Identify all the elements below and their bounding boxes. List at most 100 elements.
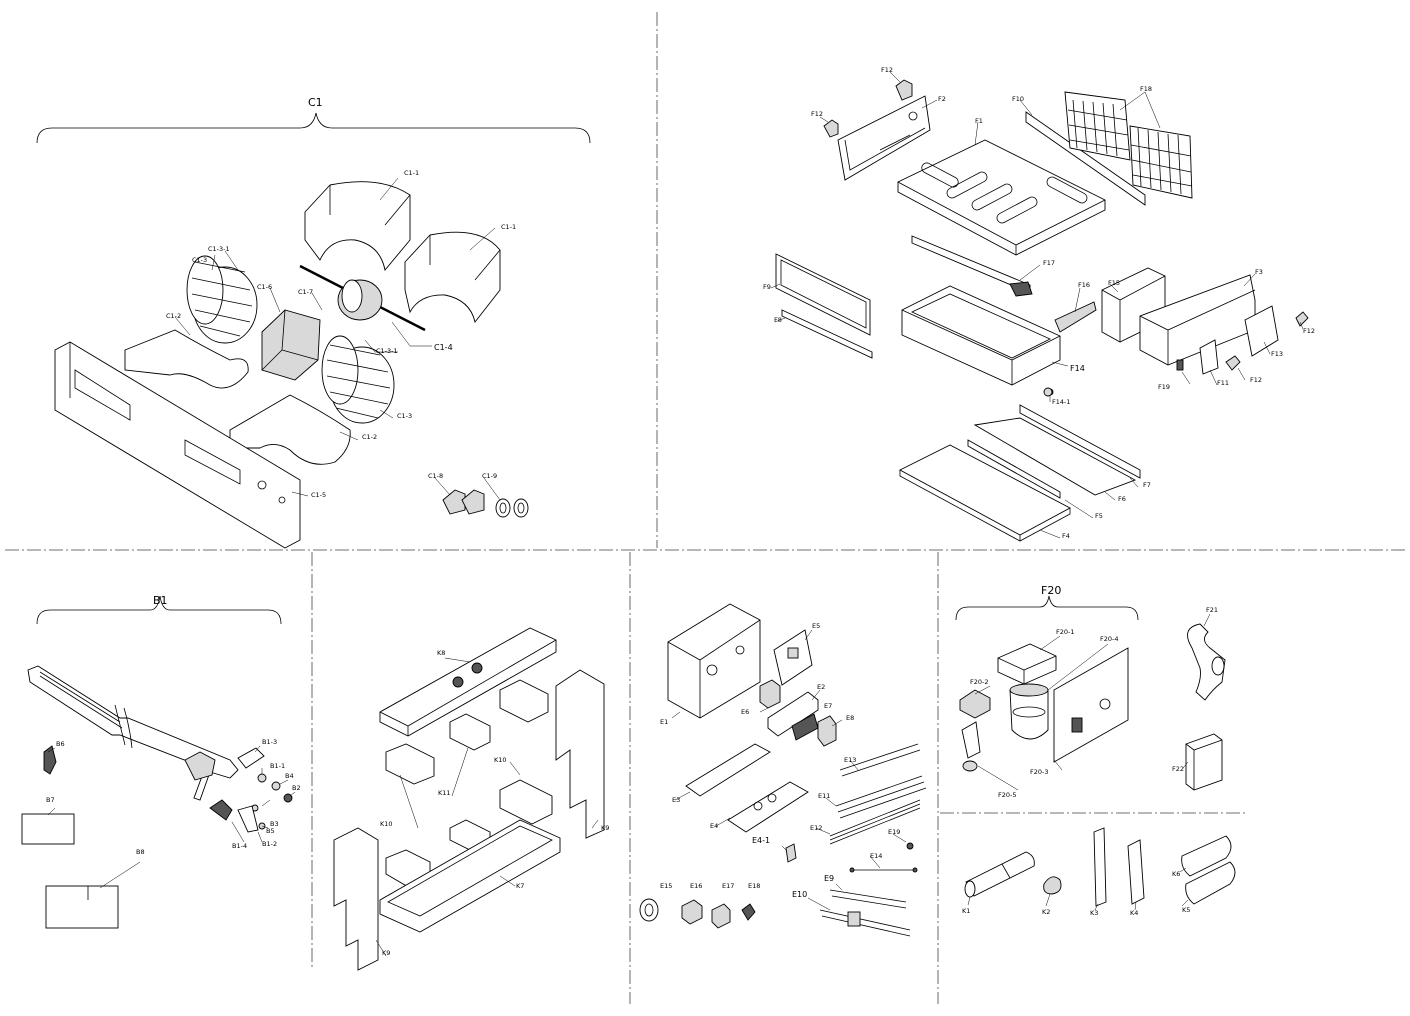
label-f12b: F12 xyxy=(811,110,823,118)
label-e12: E12 xyxy=(810,824,822,832)
label-f21: F21 xyxy=(1206,606,1218,614)
label-f2: F2 xyxy=(938,95,946,103)
label-f16: F16 xyxy=(1078,281,1090,289)
label-k9b: K9 xyxy=(382,949,390,957)
label-k10b: K10 xyxy=(380,820,393,828)
filter-f18-b xyxy=(1129,125,1193,199)
label-b6: B6 xyxy=(56,740,65,748)
pcb-e4 xyxy=(727,781,809,833)
label-e14: E14 xyxy=(870,852,882,860)
pipe-b1-2 xyxy=(237,805,259,833)
label-f20-3: F20-3 xyxy=(1030,768,1049,776)
drain-pan-f14 xyxy=(901,285,1061,386)
label-f4: F4 xyxy=(1062,532,1070,540)
plate-f20-3 xyxy=(1053,647,1129,763)
label-f9: F9 xyxy=(763,283,771,291)
f20-drain-pump-assembly xyxy=(959,613,1226,791)
label-f12d: F12 xyxy=(1250,376,1262,384)
motor-mount xyxy=(261,309,321,381)
clamp-k2 xyxy=(1043,876,1062,895)
label-k8: K8 xyxy=(437,649,445,657)
label-k9a: K9 xyxy=(601,824,609,832)
rail-f8 xyxy=(781,309,873,359)
label-c1-9: C1-9 xyxy=(482,472,497,480)
insulation-k5 xyxy=(1185,861,1236,905)
frame-f10 xyxy=(1025,111,1146,206)
part-b1-1 xyxy=(257,773,267,783)
label-c1-1b: C1-1 xyxy=(501,223,516,231)
label-f6: F6 xyxy=(1118,495,1126,503)
group-label-b1: B1 xyxy=(153,594,168,607)
box-f22 xyxy=(1185,733,1223,791)
label-c1-2b: C1-2 xyxy=(362,433,377,441)
bracket-f20-1 xyxy=(997,643,1057,685)
label-e8: E8 xyxy=(846,714,854,722)
label-f14: F14 xyxy=(1070,364,1085,373)
e-labels: E5 E2 E6 E1 E8 E7 E13 E3 E11 E4 E12 E4-1… xyxy=(660,622,900,899)
fan-wheel-right xyxy=(321,335,395,424)
ring-e15 xyxy=(639,898,659,922)
wire-e13 xyxy=(839,743,921,777)
label-k5: K5 xyxy=(1182,906,1190,914)
label-e2: E2 xyxy=(817,683,825,691)
label-f20-4: F20-4 xyxy=(1100,635,1119,643)
part-b6 xyxy=(43,745,57,775)
screw-e19 xyxy=(906,842,914,850)
corner-k10-right xyxy=(499,779,553,825)
label-f22: F22 xyxy=(1172,765,1184,773)
label-b8: B8 xyxy=(136,848,145,856)
label-f20-5: F20-5 xyxy=(998,791,1017,799)
label-f7: F7 xyxy=(1143,481,1151,489)
f20-labels: F20-1 F20-4 F20-2 F20-3 F20-5 F21 F22 xyxy=(970,606,1218,799)
label-f20-1: F20-1 xyxy=(1056,628,1075,636)
label-b1-4: B1-4 xyxy=(232,842,247,850)
board-f13 xyxy=(1244,305,1279,357)
label-f11: F11 xyxy=(1217,379,1229,387)
b1-labels: B1-3 B6 B1-1 B4 B2 B7 B3 B5 B1-4 B1-2 B8 xyxy=(46,738,301,856)
label-e13: E13 xyxy=(844,756,856,764)
rail-f7 xyxy=(1019,404,1141,479)
side-panel-f2 xyxy=(837,95,931,181)
label-e10: E10 xyxy=(792,890,807,899)
clip-c1-8 xyxy=(442,489,466,515)
label-e1: E1 xyxy=(660,718,668,726)
label-e15: E15 xyxy=(660,882,672,890)
sensor-e18 xyxy=(741,903,756,921)
label-e11: E11 xyxy=(818,792,830,800)
label-e4-1: E4-1 xyxy=(752,836,770,845)
clip-f12-low xyxy=(1225,355,1241,371)
transformer-e6 xyxy=(759,679,781,709)
wire-e12 xyxy=(829,799,921,845)
clip-f20-2 xyxy=(959,689,991,719)
label-e19: E19 xyxy=(888,828,900,836)
rail-f5 xyxy=(967,439,1061,499)
clip-f12-left xyxy=(823,119,839,138)
k-accessory-parts xyxy=(964,827,1236,911)
group-label-c1: C1 xyxy=(308,96,323,109)
label-c1-1a: C1-1 xyxy=(404,169,419,177)
scroll-housing-upper xyxy=(304,181,411,272)
ring-c1-9a xyxy=(495,498,511,518)
pcb-e3 xyxy=(685,743,771,797)
k-packing-parts xyxy=(333,627,605,971)
label-f8: F8 xyxy=(774,316,782,324)
ring-c1-9b xyxy=(513,498,529,518)
pipe-insulation-k1 xyxy=(965,851,1035,897)
label-e5: E5 xyxy=(812,622,820,630)
switch-f20-5 xyxy=(961,721,981,759)
wire-e11 xyxy=(835,775,927,819)
label-e6: E6 xyxy=(741,708,749,716)
wire-e9 xyxy=(829,889,907,909)
label-f13: F13 xyxy=(1271,350,1283,358)
sheet-k4 xyxy=(1127,839,1145,905)
c1-labels: C1-1 C1-1 C1-3-1 C1-3 C1-6 C1-7 C1-2 C1-… xyxy=(166,169,516,499)
label-e4: E4 xyxy=(710,822,718,830)
label-f12c: F12 xyxy=(1303,327,1315,335)
evaporator-coil xyxy=(27,665,239,801)
k-labels: K8 K10 K11 K10 K9 K7 K9 xyxy=(380,649,609,957)
hose-f21 xyxy=(1187,623,1226,701)
sheet-b8 xyxy=(45,885,119,929)
relay-e8 xyxy=(817,715,837,747)
label-c1-8: C1-8 xyxy=(428,472,443,480)
label-c1-3-1b: C1-3-1 xyxy=(376,347,398,355)
